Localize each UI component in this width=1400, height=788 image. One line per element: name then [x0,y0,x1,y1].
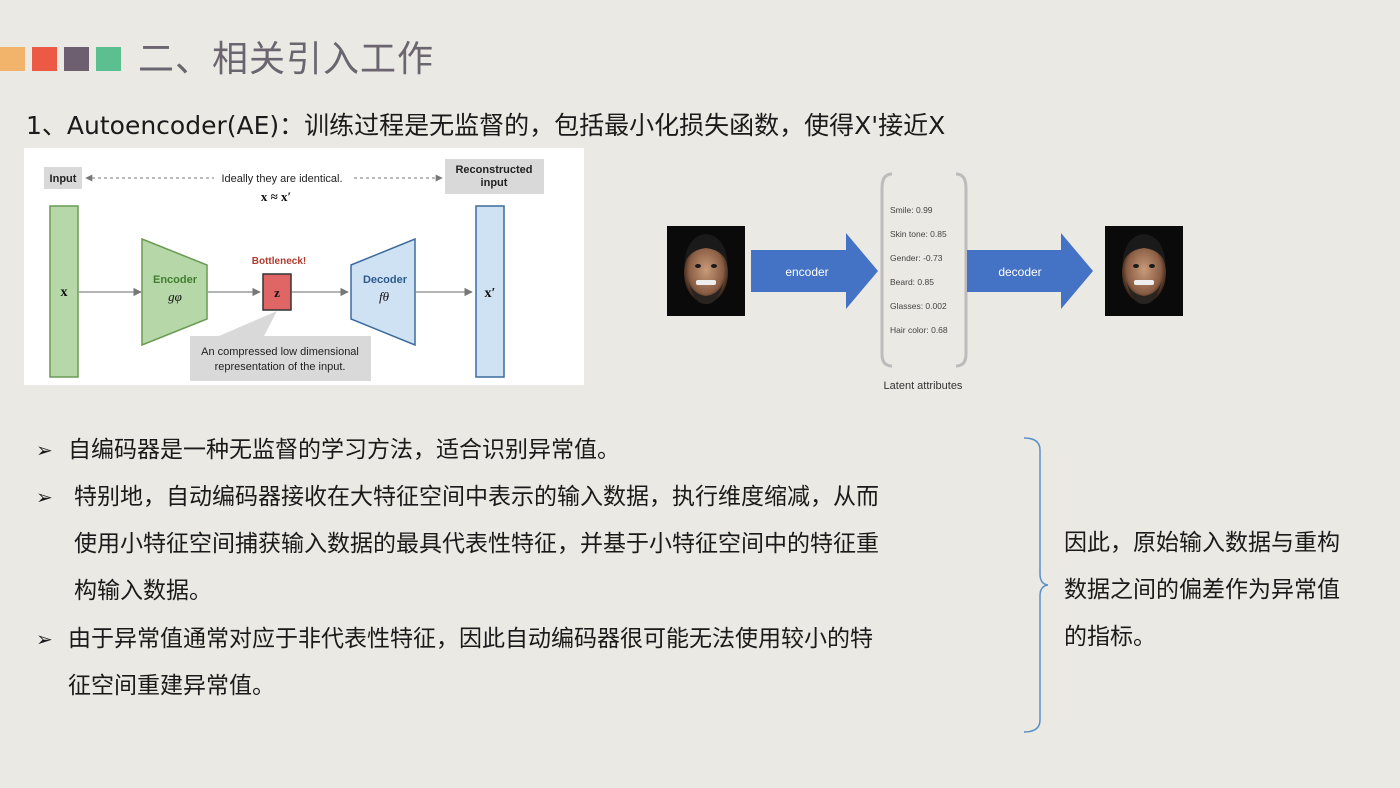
latent-attribute-item: Hair color: 0.68 [890,325,948,335]
z-box [262,273,292,311]
header-square-green [96,47,121,71]
autoencoder-diagram: Input Ideally they are identical. x ≈ x′… [24,148,584,385]
bullet-1-line-1: 自编码器是一种无监督的学习方法，适合识别异常值。 [68,437,620,463]
latent-attribute-item: Beard: 0.85 [890,277,934,287]
callout-line2: representation of the input. [215,361,346,373]
approx-formula: x ≈ x′ [261,189,291,204]
conclusion-line-1: 因此，原始输入数据与重构 [1064,530,1340,556]
input-x-bar [49,205,79,378]
latent-bracket-right [955,172,968,368]
latent-bracket-left [880,172,893,368]
x-label: x [61,285,68,300]
conclusion-line-2: 数据之间的偏差作为异常值 [1064,577,1340,603]
page-title: 二、相关引入工作 [138,39,435,80]
input-label-box [44,167,82,189]
encoder-func: gφ [168,289,182,304]
encoder-arrow-label: encoder [785,265,828,279]
decoder-arrow-label: decoder [998,265,1041,279]
decoder-func: fθ [379,289,390,304]
latent-attribute-item: Smile: 0.99 [890,205,933,215]
latent-attribute-item: Skin tone: 0.85 [890,229,947,239]
callout-box [190,336,371,381]
bullet-3-line-2: 征空间重建异常值。 [68,673,275,699]
bullet-arrow-icon: ➢ [36,627,53,651]
encoder-shape [141,237,208,347]
conclusion-line-3: 的指标。 [1064,624,1156,650]
reconstructed-label-box [445,159,544,194]
latent-attribute-item: Gender: -0.73 [890,253,943,263]
callout-line1: An compressed low dimensional [201,346,359,358]
bullet-arrow-icon: ➢ [36,485,53,509]
decoder-shape [350,237,416,347]
decoder-label: Decoder [363,274,408,286]
bottleneck-label: Bottleneck! [252,256,306,267]
bullet-2-line-1: 特别地，自动编码器接收在大特征空间中表示的输入数据，执行维度缩减，从而 [74,484,879,510]
output-xprime-bar [475,205,505,378]
decoder-arrow [967,233,1093,309]
header-square-purple [64,47,89,71]
right-brace-icon [1023,437,1048,733]
input-face-image [667,226,745,316]
identical-note: Ideally they are identical. [221,173,342,185]
bullet-arrow-icon: ➢ [36,438,53,462]
latent-attribute-item: Glasses: 0.002 [890,301,947,311]
z-label: z [274,285,280,300]
reconstructed-label-line1: Reconstructed [455,164,532,176]
encoder-label: Encoder [153,274,198,286]
xprime-label: x′ [485,286,496,301]
encoder-arrow [751,233,878,309]
section-subtitle: 1、Autoencoder(AE)：训练过程是无监督的，包括最小化损失函数，使得… [26,111,946,140]
bullet-3-line-1: 由于异常值通常对应于非代表性特征，因此自动编码器很可能无法使用较小的特 [68,626,873,652]
header-square-orange [0,47,25,71]
input-label: Input [50,173,77,185]
reconstructed-label-line2: input [481,177,508,189]
latent-caption: Latent attributes [884,380,963,392]
bullet-2-line-3: 构输入数据。 [74,578,212,604]
output-face-image [1105,226,1183,316]
header-square-red [32,47,57,71]
callout-pointer [219,311,277,336]
bullet-2-line-2: 使用小特征空间捕获输入数据的最具代表性特征，并基于小特征空间中的特征重 [74,531,879,557]
